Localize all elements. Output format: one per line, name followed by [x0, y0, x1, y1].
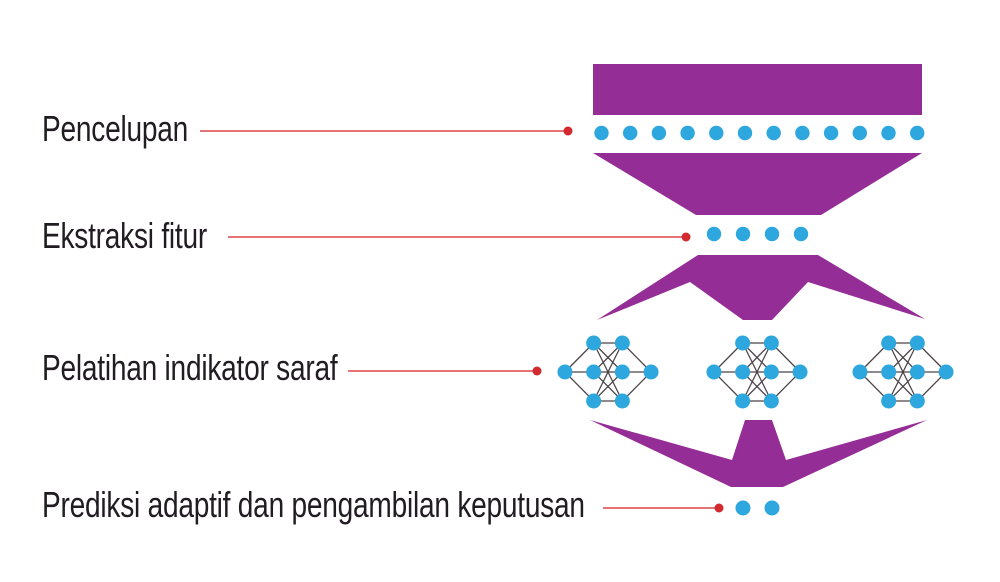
network-node	[909, 364, 925, 380]
input-block	[593, 64, 922, 115]
network-node	[763, 393, 779, 409]
embedding-dot	[795, 125, 810, 141]
label-adaptive-prediction: Prediksi adaptif dan pengambilan keputus…	[42, 484, 585, 526]
neural-network	[852, 335, 954, 409]
label-embedding: Pencelupan	[42, 108, 188, 150]
embedding-dot	[766, 125, 781, 141]
network-node	[643, 364, 659, 380]
leader-dot	[563, 126, 573, 136]
neural-network	[557, 335, 659, 409]
neural-network	[706, 335, 808, 409]
feature-dot	[764, 226, 780, 242]
network-node	[763, 335, 779, 351]
network-node	[881, 393, 897, 409]
leader-dot	[714, 503, 724, 513]
network-node	[614, 393, 630, 409]
network-node	[852, 364, 868, 380]
embedding-dot	[623, 125, 638, 141]
network-node	[792, 364, 808, 380]
network-node	[706, 364, 722, 380]
network-node	[735, 393, 751, 409]
feature-dot	[706, 226, 722, 242]
embedding-dot	[852, 125, 867, 141]
network-node	[909, 335, 925, 351]
network-node	[586, 335, 602, 351]
network-node	[735, 335, 751, 351]
network-node	[881, 335, 897, 351]
embedding-dot	[594, 125, 609, 141]
label-neural-training: Pelatihan indikator saraf	[42, 347, 338, 389]
network-node	[586, 393, 602, 409]
network-node	[614, 335, 630, 351]
network-node	[586, 364, 602, 380]
feature-dot	[793, 226, 809, 242]
embedding-dot	[680, 125, 695, 141]
network-node	[614, 364, 630, 380]
leader-dot	[532, 366, 542, 376]
embedding-dot	[823, 125, 839, 141]
funnel-shape	[593, 153, 922, 215]
network-node	[909, 393, 925, 409]
network-node	[557, 364, 573, 380]
network-edge	[593, 342, 623, 402]
label-feature-extraction: Ekstraksi fitur	[42, 215, 208, 257]
network-node	[735, 364, 751, 380]
output-dot	[735, 500, 751, 516]
network-node	[763, 364, 779, 380]
embedding-dot	[910, 125, 925, 141]
branch-shape	[597, 255, 925, 320]
network-edge	[888, 342, 918, 402]
embedding-dot	[651, 125, 667, 141]
network-node	[881, 364, 897, 380]
merge-shape	[590, 420, 927, 487]
embedding-dot	[709, 125, 724, 141]
network-edge	[742, 342, 772, 402]
network-node	[938, 364, 954, 380]
embedding-dot	[737, 125, 753, 141]
output-dot	[764, 500, 780, 516]
leader-dot	[681, 232, 691, 242]
feature-dot	[735, 226, 751, 242]
embedding-dot	[881, 125, 896, 141]
